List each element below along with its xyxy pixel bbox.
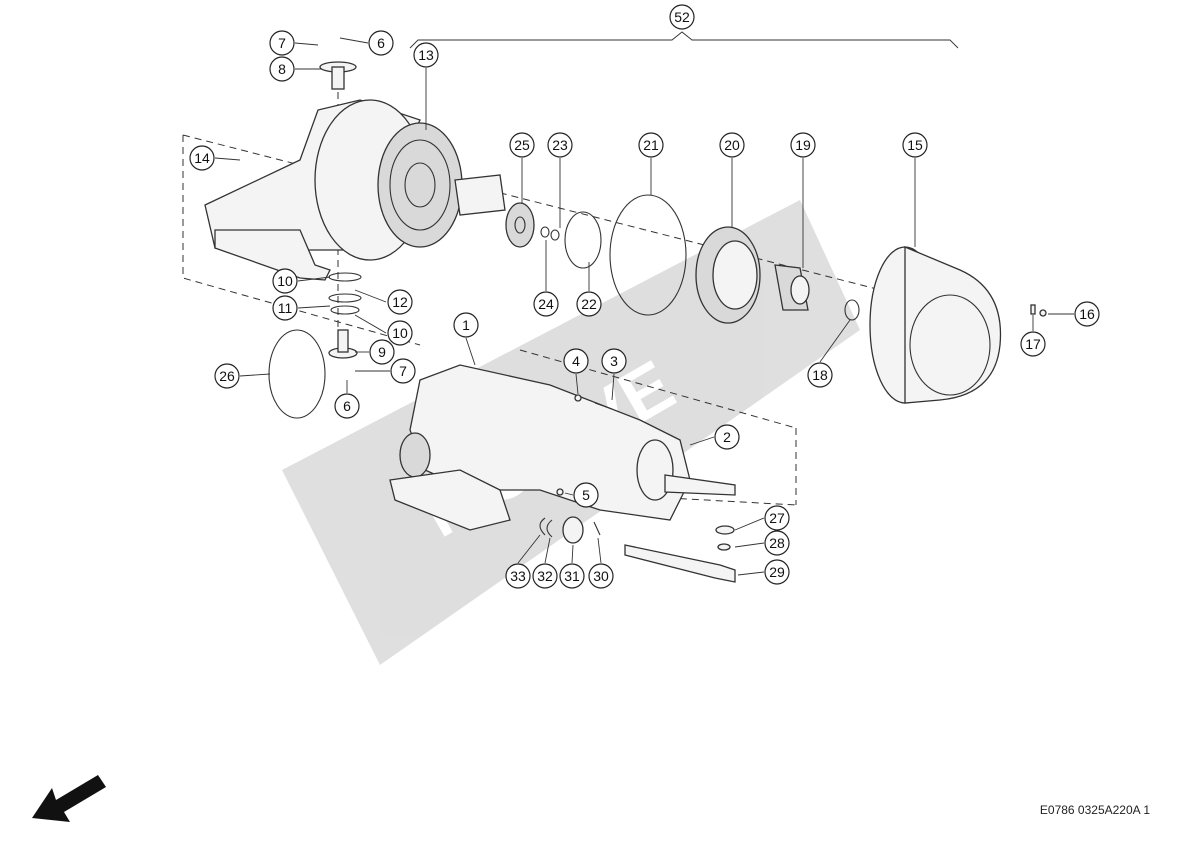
callout-28[interactable]: 28	[764, 530, 790, 556]
callout-18[interactable]: 18	[807, 362, 833, 388]
svg-text:16: 16	[1079, 306, 1095, 322]
callout-20[interactable]: 20	[719, 132, 745, 158]
callout-33[interactable]: 33	[505, 563, 531, 589]
svg-text:8: 8	[278, 61, 286, 77]
svg-text:18: 18	[812, 367, 828, 383]
callout-26[interactable]: 26	[214, 363, 240, 389]
planet-gear-part-19	[774, 264, 810, 311]
svg-text:15: 15	[907, 137, 923, 153]
callout-24[interactable]: 24	[533, 291, 559, 317]
callout-10-lower[interactable]: 10	[387, 320, 413, 346]
svg-text:28: 28	[769, 535, 785, 551]
o-ring-part-21	[609, 194, 687, 316]
svg-text:27: 27	[769, 510, 785, 526]
callout-12[interactable]: 12	[387, 289, 413, 315]
svg-text:33: 33	[510, 568, 526, 584]
hub-cover-part-15	[869, 246, 1002, 404]
callout-2[interactable]: 2	[714, 424, 740, 450]
svg-text:21: 21	[643, 137, 659, 153]
callout-6-top[interactable]: 6	[368, 30, 394, 56]
svg-text:9: 9	[378, 344, 386, 360]
callout-4[interactable]: 4	[563, 348, 589, 374]
axle-housing-part-1	[389, 364, 736, 531]
callout-52[interactable]: 52	[669, 4, 695, 30]
callout-3[interactable]: 3	[601, 348, 627, 374]
arrow-down-left-icon	[32, 775, 106, 822]
callout-29[interactable]: 29	[764, 559, 790, 585]
callout-23[interactable]: 23	[547, 132, 573, 158]
snap-ring-part-22	[564, 211, 602, 269]
svg-text:32: 32	[537, 568, 553, 584]
callout-32[interactable]: 32	[532, 563, 558, 589]
svg-text:6: 6	[343, 398, 351, 414]
king-pin-parts	[319, 61, 362, 359]
svg-text:7: 7	[399, 363, 407, 379]
tie-rod-parts	[624, 525, 736, 583]
svg-text:1: 1	[462, 317, 470, 333]
callout-7-top[interactable]: 7	[269, 30, 295, 56]
leader-lines	[214, 37, 1074, 576]
svg-text:14: 14	[194, 150, 210, 166]
svg-text:11: 11	[278, 300, 293, 316]
svg-text:3: 3	[610, 353, 618, 369]
callout-22[interactable]: 22	[576, 291, 602, 317]
callout-13[interactable]: 13	[413, 42, 439, 68]
svg-text:4: 4	[572, 353, 580, 369]
callout-10-upper[interactable]: 10	[272, 268, 298, 294]
callout-9[interactable]: 9	[369, 339, 395, 365]
svg-text:52: 52	[674, 9, 690, 25]
svg-text:22: 22	[581, 296, 597, 312]
callout-27[interactable]: 27	[764, 505, 790, 531]
svg-text:10: 10	[392, 325, 408, 341]
ring-part-18	[844, 299, 860, 321]
callout-11[interactable]: 11	[272, 295, 298, 321]
svg-text:17: 17	[1025, 336, 1041, 352]
callout-19[interactable]: 19	[790, 132, 816, 158]
callout-14[interactable]: 14	[189, 145, 215, 171]
diagram-reference: E0786 0325A220A 1	[1040, 803, 1150, 817]
svg-text:31: 31	[564, 568, 580, 584]
svg-text:7: 7	[278, 35, 286, 51]
callout-6-lower[interactable]: 6	[334, 393, 360, 419]
callout-8[interactable]: 8	[269, 56, 295, 82]
svg-text:29: 29	[769, 564, 785, 580]
svg-text:2: 2	[723, 429, 731, 445]
svg-text:26: 26	[219, 368, 235, 384]
callout-5[interactable]: 5	[573, 482, 599, 508]
svg-text:13: 13	[418, 47, 434, 63]
callout-25[interactable]: 25	[509, 132, 535, 158]
callout-17[interactable]: 17	[1020, 331, 1046, 357]
seal-part-17	[1030, 304, 1036, 315]
callout-30[interactable]: 30	[588, 563, 614, 589]
group-bracket-52	[409, 31, 959, 49]
bearing-parts	[539, 516, 601, 544]
callout-16[interactable]: 16	[1074, 301, 1100, 327]
svg-text:20: 20	[724, 137, 740, 153]
svg-text:24: 24	[538, 296, 554, 312]
callouts: 52 7 6 8 13 14 25 23 21 20 19 15 10 12 1…	[189, 4, 1100, 589]
bolt-parts	[556, 394, 613, 496]
planetary-housing-part-13	[204, 99, 506, 281]
svg-text:5: 5	[582, 487, 590, 503]
svg-text:19: 19	[795, 137, 811, 153]
callout-7-lower[interactable]: 7	[390, 358, 416, 384]
callout-1[interactable]: 1	[453, 312, 479, 338]
callout-15[interactable]: 15	[902, 132, 928, 158]
callout-21[interactable]: 21	[638, 132, 664, 158]
planet-carrier-part-20	[695, 226, 761, 324]
plug-part-16	[1039, 309, 1047, 317]
svg-text:25: 25	[514, 137, 530, 153]
svg-text:23: 23	[552, 137, 568, 153]
callout-31[interactable]: 31	[559, 563, 585, 589]
svg-text:6: 6	[377, 35, 385, 51]
svg-text:12: 12	[392, 294, 408, 310]
sun-gear-parts	[505, 202, 560, 248]
svg-text:30: 30	[593, 568, 609, 584]
o-ring-part-26	[268, 329, 326, 419]
svg-text:10: 10	[277, 273, 293, 289]
